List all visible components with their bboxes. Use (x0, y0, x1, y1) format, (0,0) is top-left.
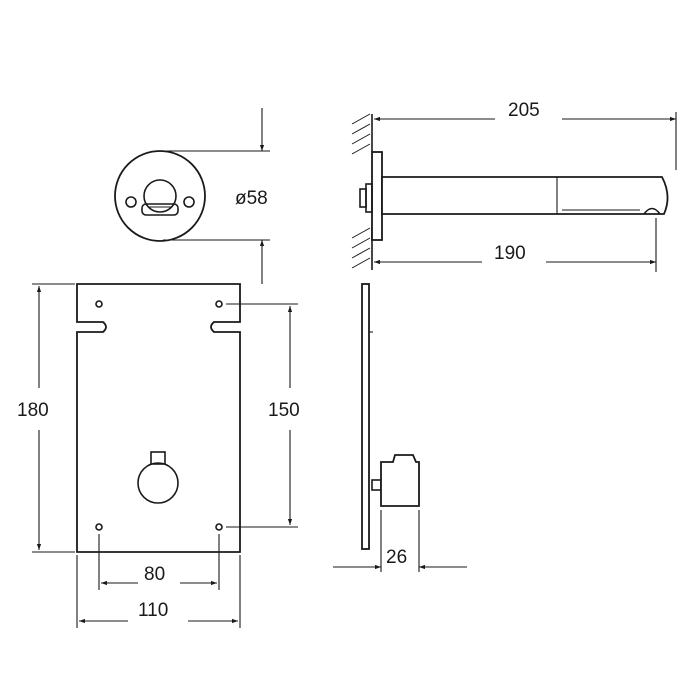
spout-length-label: 205 (508, 100, 540, 121)
hole-spacing-vertical-dimension: 150 (226, 303, 300, 528)
mounting-plate-front-view (76, 283, 241, 553)
spout-projection-label: 190 (494, 243, 526, 264)
diameter-dimension: ø58 (163, 108, 270, 284)
plate-height-label: 180 (17, 400, 49, 421)
wall-hatch-lower (351, 227, 373, 270)
diameter-label: ø58 (235, 188, 268, 209)
plate-side-view (361, 283, 420, 550)
hole-spacing-vertical-label: 150 (268, 400, 300, 421)
spout-length-dimension: 205 (374, 100, 677, 170)
plate-height-dimension: 180 (17, 283, 75, 553)
spout-projection-dimension: 190 (374, 218, 657, 272)
plate-width-dimension: 110 (76, 555, 241, 628)
spout-side-view (359, 151, 669, 241)
plate-width-label: 110 (138, 600, 168, 621)
box-depth-label: 26 (386, 547, 407, 568)
box-depth-dimension: 26 (333, 510, 467, 572)
hole-spacing-horizontal-dimension: 80 (98, 534, 220, 590)
wall-hatch-upper (351, 113, 373, 155)
hole-spacing-horizontal-label: 80 (144, 564, 165, 585)
rosette-front-view (114, 150, 206, 242)
